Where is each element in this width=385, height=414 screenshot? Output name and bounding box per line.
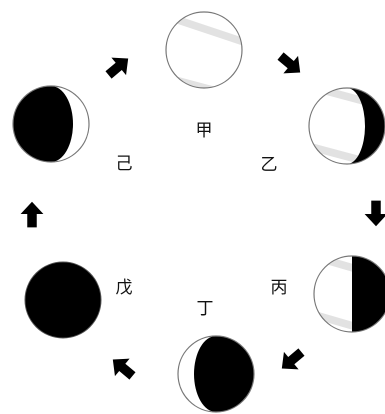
label-ding: 丁 [197, 299, 214, 319]
label-bing: 丙 [271, 278, 288, 298]
moon-ji [13, 86, 89, 162]
label-ji: 己 [116, 154, 133, 174]
arrow-icon-6 [21, 202, 44, 228]
label-jia: 甲 [196, 121, 213, 141]
arrow-icon-3 [365, 201, 385, 227]
label-yi: 乙 [261, 155, 278, 175]
moon-bing [305, 250, 385, 332]
moon-wu [25, 262, 101, 338]
moon-yi [300, 80, 385, 172]
label-wu: 戊 [116, 278, 133, 298]
moon-jia [160, 10, 250, 104]
arrow-icon-1 [101, 50, 135, 84]
arrow-icon-5 [105, 351, 139, 385]
arrow-icon-4 [274, 343, 308, 377]
moon-ding [178, 336, 254, 412]
arrow-icon-2 [273, 47, 307, 81]
